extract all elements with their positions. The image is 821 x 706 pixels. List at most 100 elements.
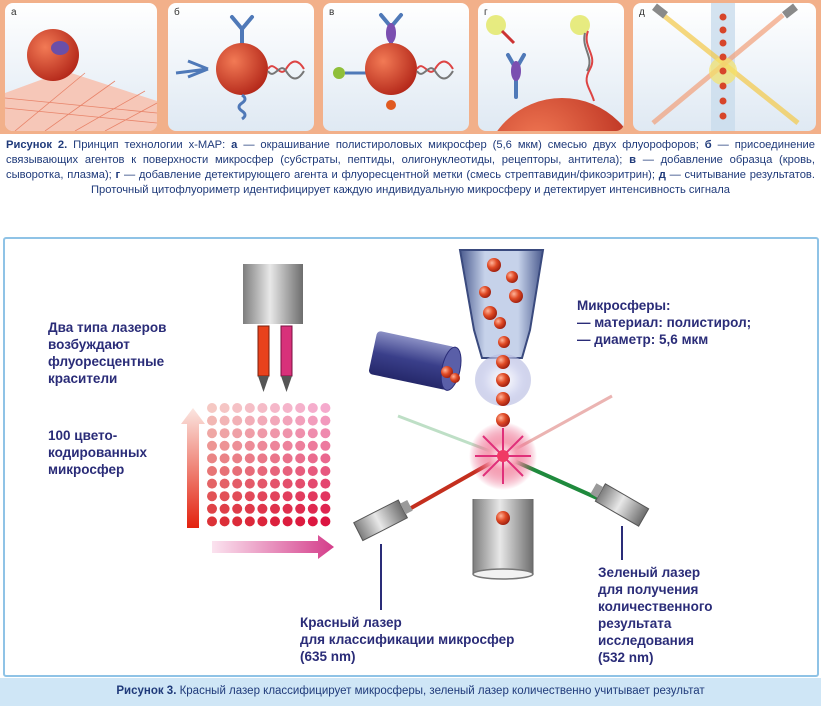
grid-microsphere <box>307 453 318 464</box>
grid-microsphere <box>282 491 293 502</box>
panel-b-drawing <box>175 15 305 121</box>
grid-microsphere <box>295 503 306 514</box>
grid-microsphere <box>257 403 268 413</box>
grid-microsphere <box>320 415 331 426</box>
caption-text-a: — окрашивание полистироловых микросфер (… <box>237 139 705 151</box>
grid-microsphere <box>257 428 268 439</box>
grid-microsphere <box>232 516 243 527</box>
grid-microsphere <box>307 403 318 413</box>
grid-microsphere <box>219 516 230 527</box>
fluorescent-label-icon <box>570 15 590 35</box>
grid-microsphere <box>320 466 331 476</box>
grid-microsphere <box>232 403 243 413</box>
grid-microsphere <box>244 428 255 439</box>
microsphere <box>497 98 624 131</box>
microsphere <box>27 29 79 81</box>
figure-2-caption: Рисунок 2. Принцип технологии x-MAP: а —… <box>6 138 815 198</box>
figure-3-text: Красный лазер классифицирует микросферы,… <box>176 685 705 697</box>
caption-text-b: — присоединение связывающих агентов к по… <box>6 139 815 166</box>
grid-microsphere <box>295 491 306 502</box>
figure-3-label: Рисунок 3. <box>116 685 177 697</box>
pink-intensity-arrow <box>212 535 334 559</box>
collection-tube <box>472 499 534 580</box>
grid-microsphere <box>232 440 243 451</box>
red-laser-label: Красный лазер для классификации микросфе… <box>300 615 515 664</box>
grid-microsphere <box>219 466 230 476</box>
grid-microsphere <box>257 453 268 464</box>
caption-text-v: — добавление образца (кровь, сыворотка, … <box>6 154 815 181</box>
grid-microsphere <box>257 415 268 426</box>
grid-microsphere <box>232 453 243 464</box>
grid-microsphere <box>232 491 243 502</box>
fluorophore-dot <box>51 41 69 55</box>
figure-2-illustration-strip: а б <box>0 0 821 134</box>
grid-microsphere <box>270 491 280 502</box>
grid-microsphere <box>320 428 331 439</box>
grid-microsphere <box>219 491 230 502</box>
green-laser-emitter <box>590 483 650 527</box>
antibody-icon <box>230 15 254 45</box>
oligonucleotide-icon <box>267 60 305 73</box>
microsphere <box>216 43 268 95</box>
grid-microsphere <box>270 503 280 514</box>
grid-microsphere <box>207 415 217 426</box>
red-laser-emitter <box>353 499 413 542</box>
grid-microsphere <box>307 440 318 451</box>
grid-microsphere <box>257 516 268 527</box>
panel-a-letter: а <box>11 7 17 18</box>
grid-microsphere <box>307 478 318 489</box>
peptide-icon <box>237 93 247 121</box>
grid-microsphere <box>207 440 217 451</box>
microsphere <box>496 355 510 369</box>
grid-microsphere <box>320 503 331 514</box>
caption-text-d: — считывание результатов. Проточный цито… <box>91 169 815 196</box>
grid-microsphere <box>207 503 217 514</box>
panel-g-letter: г <box>484 7 488 18</box>
figure-3-caption: Рисунок 3. Красный лазер классифицирует … <box>0 678 821 706</box>
flow-cell-nozzle <box>458 249 545 359</box>
grid-microsphere <box>295 516 306 527</box>
laser-module <box>243 264 303 392</box>
microsphere <box>496 373 510 387</box>
receptor-icon <box>175 59 209 79</box>
grid-microsphere <box>282 478 293 489</box>
grid-microsphere <box>257 478 268 489</box>
grid-microsphere <box>270 440 280 451</box>
microspheres-100-label: 100 цвето- кодированных микросфер <box>48 428 147 477</box>
grid-microsphere <box>295 415 306 426</box>
panel-d-drawing <box>651 3 800 131</box>
grid-microsphere <box>295 478 306 489</box>
panel-b: б <box>168 3 314 131</box>
grid-microsphere <box>244 491 255 502</box>
color-coded-microsphere-grid <box>207 403 331 527</box>
grid-microsphere <box>270 403 280 413</box>
caption-text-g: — добавление детектирующего агента и флу… <box>120 169 659 181</box>
grid-microsphere <box>320 516 331 527</box>
grid-microsphere <box>307 466 318 476</box>
grid-microsphere <box>207 428 217 439</box>
side-detector <box>369 331 462 391</box>
grid-microsphere <box>257 466 268 476</box>
figure-2-intro: Принцип технологии x-MAP: <box>67 139 232 151</box>
microsphere <box>496 511 510 525</box>
caption-letter-d: д <box>658 169 666 181</box>
grid-microsphere <box>207 403 217 413</box>
caption-letter-v: в <box>629 154 636 166</box>
grid-microsphere <box>219 503 230 514</box>
caption-letter-g: г <box>115 169 121 181</box>
figure-3-frame <box>3 237 819 677</box>
grid-microsphere <box>244 415 255 426</box>
grid-microsphere <box>232 428 243 439</box>
grid-microsphere <box>244 516 255 527</box>
grid-microsphere <box>219 403 230 413</box>
grid-microsphere <box>307 415 318 426</box>
lasers-label: Два типа лазеров возбуждают флуоресцентн… <box>48 320 167 386</box>
grid-microsphere <box>307 503 318 514</box>
grid-microsphere <box>295 403 306 413</box>
grid-microsphere <box>244 478 255 489</box>
grid-microsphere <box>244 466 255 476</box>
grid-microsphere <box>320 453 331 464</box>
grid-microsphere <box>257 503 268 514</box>
grid-microsphere <box>270 478 280 489</box>
